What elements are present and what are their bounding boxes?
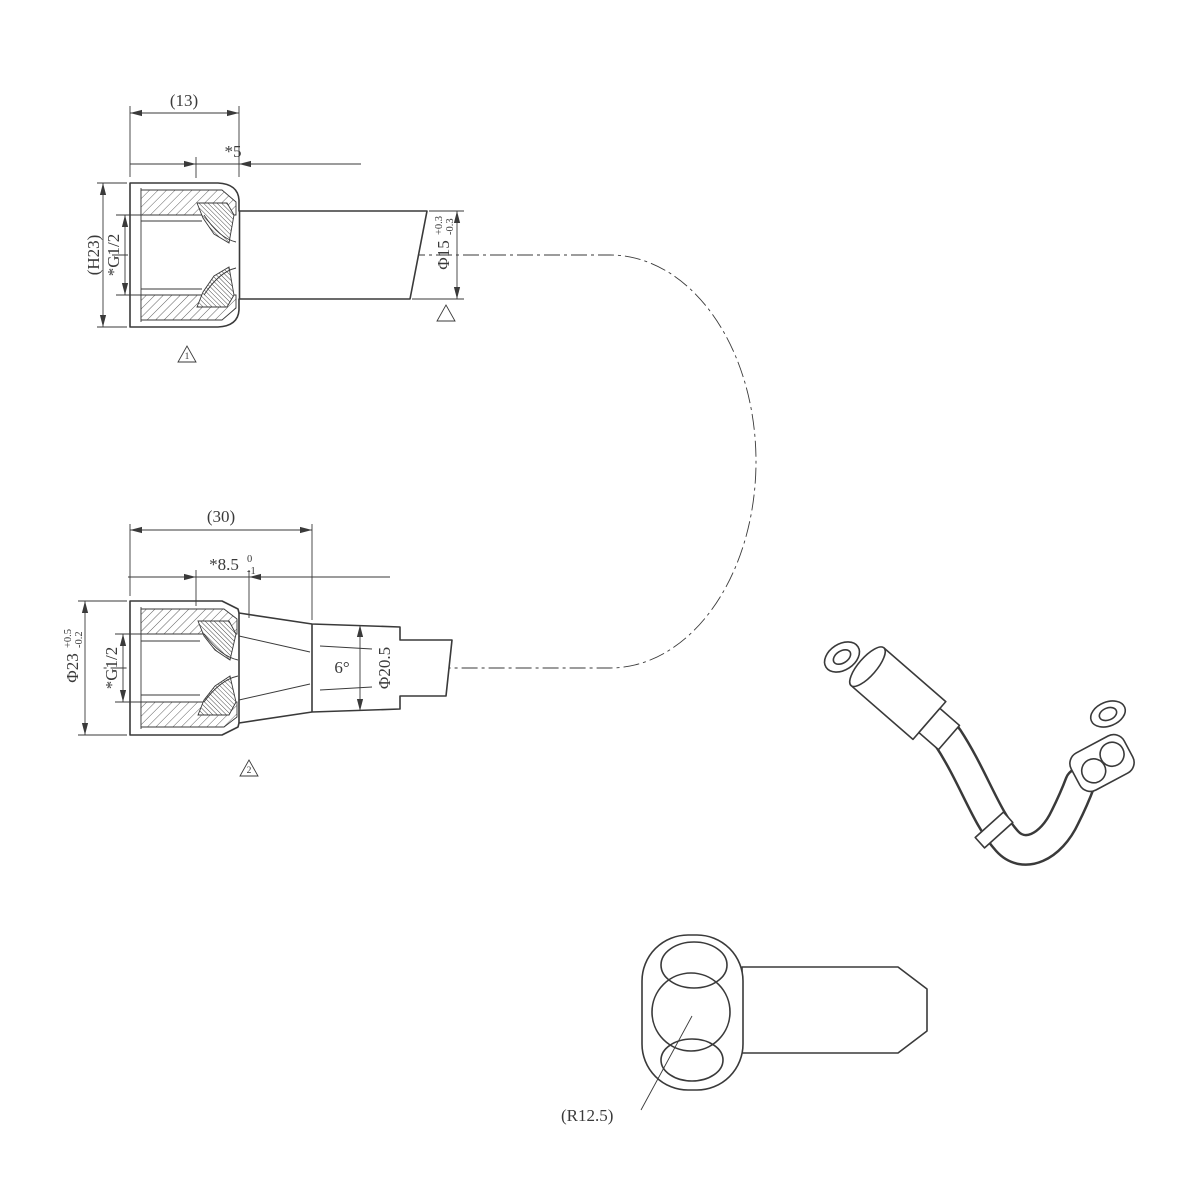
hose-end-nut [1069, 733, 1135, 793]
dim-thread-g12-lower: *G1/2 [102, 633, 141, 703]
dim-outer-dia-23-tol-up: +0.5 [63, 629, 74, 648]
hose-assembly-3d-view [823, 641, 1135, 866]
seal-lip-top [203, 214, 237, 243]
surface-flag-1: 1 [177, 345, 197, 363]
dim-pipe-dia-15-tol-dn: -0.3 [445, 218, 456, 235]
dim-radius-r125-label: (R12.5) [561, 1106, 613, 1125]
elbow-fitting-view: (R12.5) [561, 934, 928, 1125]
dim-depth-85-base: *8.5 [209, 555, 239, 574]
dim-body-dia-205-label: Φ20.5 [375, 647, 394, 689]
dim-outer-dia-23: Φ23 +0.5 -0.2 [63, 600, 127, 736]
seal-section-bottom [196, 266, 235, 308]
dim-depth-5: *5 [130, 142, 361, 178]
hose-clamp [974, 811, 1014, 849]
dim-width-30-label: (30) [207, 507, 235, 526]
seal-section-bottom-lower [197, 675, 237, 716]
connector-ferrule [918, 707, 961, 751]
dim-depth-5-label: *5 [225, 142, 242, 161]
dim-radius-r125: (R12.5) [561, 1015, 693, 1125]
surface-flag-icon [436, 304, 456, 322]
elbow-pipe [741, 966, 928, 1054]
dim-outer-dia-23-tol-dn: -0.2 [74, 631, 85, 648]
dim-depth-85: *8.5 0 -1 [128, 554, 390, 618]
dim-width-13-label: (13) [170, 91, 198, 110]
seal-section-top [196, 202, 235, 244]
dim-thread-g12-lower-label: *G1/2 [102, 647, 121, 690]
hose-centerline-arc [100, 254, 757, 669]
bore-edge-top-lower [238, 635, 311, 653]
seal-section-top-lower [197, 620, 237, 661]
dim-outer-dia-23-base: Φ23 [63, 653, 82, 682]
surface-flag-1-label: 1 [185, 352, 190, 362]
upper-fitting-section-view: (13) *5 (H23) *G1/2 [84, 91, 464, 363]
elbow-body [641, 934, 744, 1091]
dim-depth-85-tol-up: 0 [247, 554, 252, 565]
dim-thread-g12-upper: *G1/2 [104, 214, 141, 296]
surface-flag-2: 2 [239, 759, 259, 777]
connector-end-face [848, 646, 887, 688]
hose-connector [848, 646, 961, 751]
hose-tube-body [934, 724, 1094, 864]
washer-icon [1089, 700, 1127, 728]
dim-taper-angle-label: 6° [334, 658, 349, 677]
dim-taper-angle: 6° [319, 645, 373, 691]
dim-height-h23-label: (H23) [84, 235, 103, 276]
seal-lip-top-lower [203, 633, 239, 661]
nut-facet-1 [1080, 758, 1107, 784]
dim-body-dia-205: Φ20.5 [356, 625, 394, 711]
dim-thread-g12-upper-label: *G1/2 [104, 234, 123, 277]
seal-lip-bottom [203, 267, 237, 296]
dim-pipe-dia-15: Φ15 +0.3 -0.3 [412, 210, 464, 300]
nut-facet-2 [1099, 741, 1125, 768]
seal-lip-bottom-lower [203, 675, 239, 703]
dim-pipe-dia-15-base: Φ15 [434, 240, 453, 269]
elbow-bore-circle [651, 972, 731, 1052]
dim-width-30: (30) [129, 507, 313, 620]
elbow-bottom-face [660, 1038, 724, 1082]
dim-depth-85-tol-dn: -1 [247, 566, 256, 577]
washer-icon [823, 641, 861, 673]
elbow-top-face [660, 941, 728, 989]
bore-edge-bottom-lower [238, 683, 311, 701]
dim-pipe-dia-15-tol-up: +0.3 [434, 216, 445, 235]
lower-fitting-section-view: (30) *8.5 0 -1 Φ23 +0.5 -0.2 [63, 507, 453, 777]
surface-flag-2-label: 2 [247, 766, 252, 776]
dim-height-h23: (H23) [84, 182, 127, 328]
